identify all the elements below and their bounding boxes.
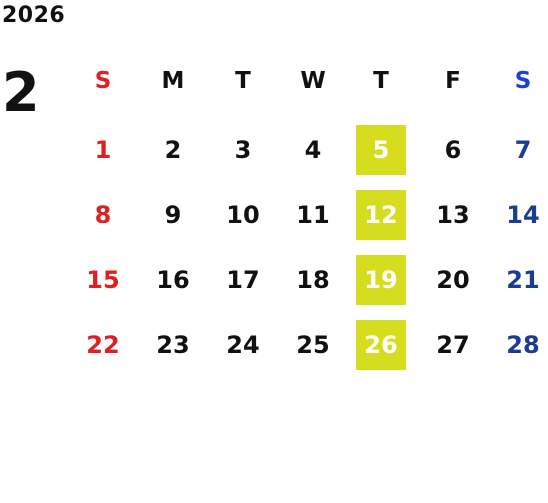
weekday-header-wednesday: W	[300, 68, 326, 94]
month-number: 2	[2, 61, 40, 124]
day-cell[interactable]: 28	[506, 331, 540, 359]
year-label: 2026	[2, 3, 66, 28]
weekday-header-sunday: S	[94, 68, 112, 94]
day-cell-highlighted[interactable]: 26	[356, 320, 406, 370]
day-cell[interactable]: 18	[296, 266, 330, 294]
day-cell[interactable]: 15	[86, 266, 120, 294]
day-cell[interactable]: 22	[86, 331, 120, 359]
weekday-header-friday: F	[445, 68, 461, 94]
day-cell[interactable]: 27	[436, 331, 470, 359]
day-cell-highlighted[interactable]: 5	[356, 125, 406, 175]
day-cell[interactable]: 25	[296, 331, 330, 359]
day-cell[interactable]: 9	[164, 201, 182, 229]
day-cell[interactable]: 6	[444, 136, 462, 164]
day-cell[interactable]: 10	[226, 201, 260, 229]
day-cell[interactable]: 8	[94, 201, 112, 229]
day-cell[interactable]: 17	[226, 266, 260, 294]
day-cell[interactable]: 14	[506, 201, 540, 229]
day-cell[interactable]: 24	[226, 331, 260, 359]
day-cell[interactable]: 1	[94, 136, 112, 164]
day-cell[interactable]: 7	[514, 136, 532, 164]
day-cell[interactable]: 16	[156, 266, 190, 294]
day-cell[interactable]: 20	[436, 266, 470, 294]
weekday-header-thursday: T	[373, 68, 389, 94]
day-cell[interactable]: 4	[304, 136, 322, 164]
weekday-header-monday: M	[161, 68, 185, 94]
day-cell-highlighted[interactable]: 19	[356, 255, 406, 305]
day-cell[interactable]: 11	[296, 201, 330, 229]
day-cell[interactable]: 2	[164, 136, 182, 164]
day-cell[interactable]: 23	[156, 331, 190, 359]
day-cell[interactable]: 21	[506, 266, 540, 294]
day-cell-highlighted[interactable]: 12	[356, 190, 406, 240]
weekday-header-tuesday: T	[235, 68, 251, 94]
day-cell[interactable]: 3	[234, 136, 252, 164]
weekday-header-saturday: S	[514, 68, 532, 94]
day-cell[interactable]: 13	[436, 201, 470, 229]
